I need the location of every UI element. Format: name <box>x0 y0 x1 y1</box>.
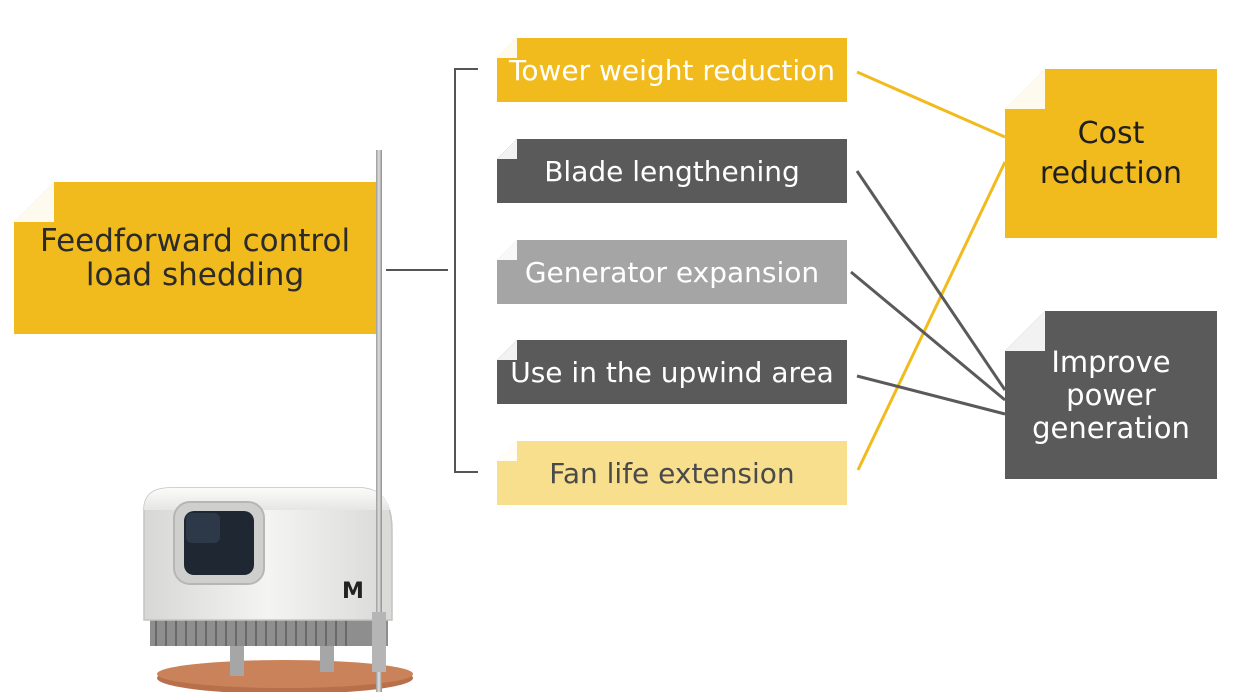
connector-generator-to-power <box>850 270 1006 402</box>
lidar-device-image: M <box>143 150 413 692</box>
source-line-2: load shedding <box>85 257 305 293</box>
svg-text:M: M <box>342 579 364 604</box>
outcome-power-line-3: generation <box>1032 410 1190 445</box>
source-box: Feedforward control load shedding <box>14 182 376 334</box>
benefit-blade-lengthening: Blade lengthening <box>497 139 847 203</box>
folded-corner-icon <box>497 139 517 159</box>
folded-corner-icon <box>1005 311 1045 351</box>
outcome-cost-line-1: Cost <box>1077 115 1145 151</box>
connector-tower-to-cost <box>856 70 1006 139</box>
folded-corner-icon <box>497 340 517 360</box>
connector-fan-to-cost <box>856 161 1007 471</box>
benefit-label: Use in the upwind area <box>510 355 834 389</box>
benefit-upwind-area: Use in the upwind area <box>497 340 847 404</box>
outcome-cost-reduction: Cost reduction <box>1005 69 1217 238</box>
benefit-label: Generator expansion <box>524 255 820 289</box>
bracket <box>454 68 478 473</box>
source-line-1: Feedforward control <box>39 223 351 259</box>
connector-upwind-to-power <box>856 374 1006 416</box>
benefit-tower-weight: Tower weight reduction <box>497 38 847 102</box>
benefit-fan-life: Fan life extension <box>497 441 847 505</box>
folded-corner-icon <box>14 182 54 222</box>
folded-corner-icon <box>497 240 517 260</box>
folded-corner-icon <box>497 441 517 461</box>
benefit-label: Tower weight reduction <box>509 53 835 87</box>
outcome-improve-power: Improve power generation <box>1005 311 1217 479</box>
benefit-label: Fan life extension <box>549 456 795 490</box>
benefit-label: Blade lengthening <box>544 154 800 188</box>
folded-corner-icon <box>1005 69 1045 109</box>
folded-corner-icon <box>497 38 517 58</box>
connector-blade-to-power <box>855 170 1007 391</box>
outcome-power-line-1: Improve <box>1051 344 1171 379</box>
outcome-cost-line-2: reduction <box>1039 155 1183 191</box>
outcome-power-line-2: power <box>1066 377 1156 412</box>
benefit-generator-expansion: Generator expansion <box>497 240 847 304</box>
